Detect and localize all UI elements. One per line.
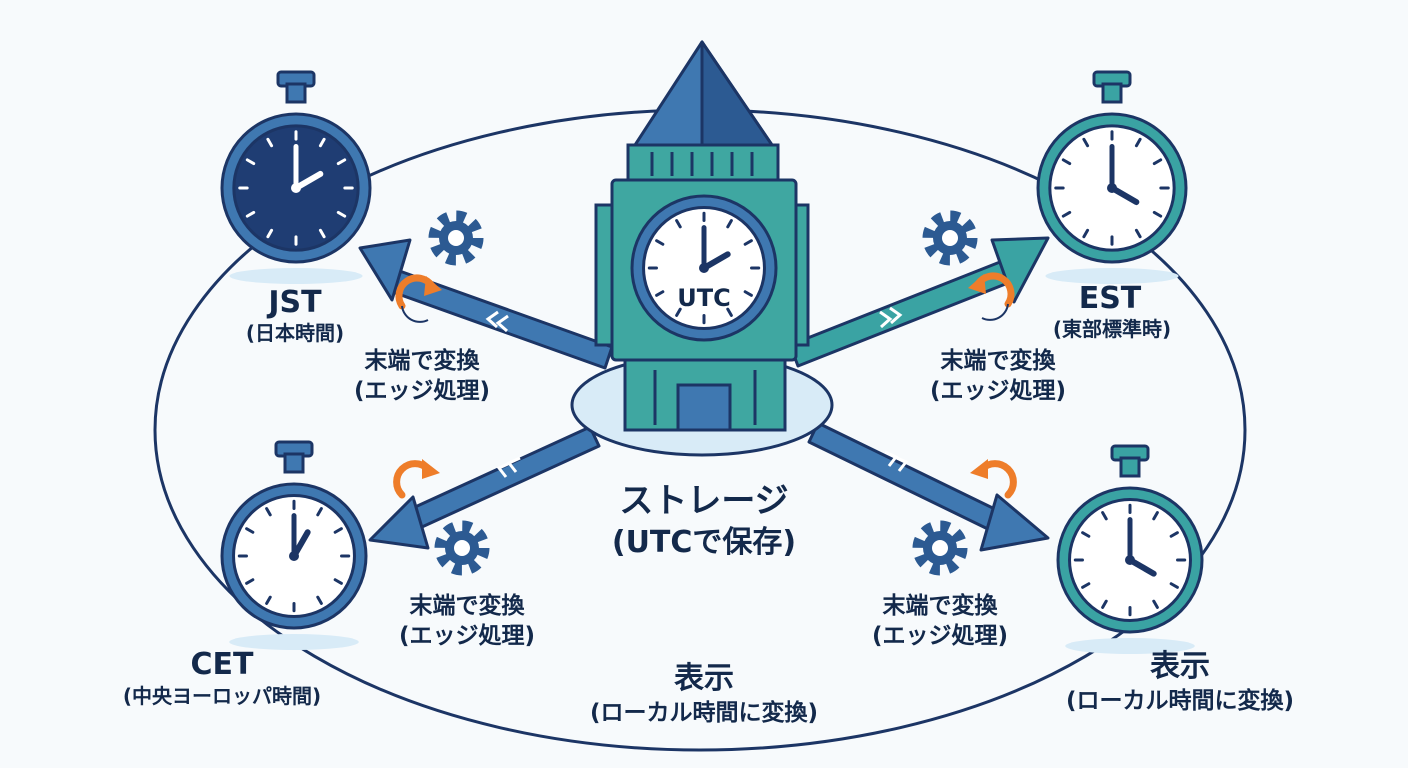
est-desc-label: (東部標準時) bbox=[1053, 317, 1171, 341]
edge-top-left-line1: 末端で変換 bbox=[365, 347, 481, 374]
refresh-arrow-icon bbox=[968, 272, 1015, 321]
refresh-arrow-icon bbox=[393, 459, 440, 499]
cet-stopwatch-icon bbox=[220, 440, 368, 650]
edge-top-right-line1: 末端で変換 bbox=[941, 347, 1057, 374]
refresh-arrow-icon bbox=[970, 459, 1017, 499]
edge-bottom-right-line1: 末端で変換 bbox=[883, 592, 999, 619]
double-chevron-icon bbox=[879, 306, 903, 329]
edge-bottom-left-line1: 末端で変換 bbox=[410, 592, 526, 619]
jst-name-label: JST bbox=[266, 285, 322, 320]
jst-desc-label: (日本時間) bbox=[246, 321, 344, 345]
arrow-top-left bbox=[358, 238, 614, 370]
edge-top-right-line2: (エッジ処理) bbox=[930, 377, 1066, 404]
edge-top-left-line2: (エッジ処理) bbox=[354, 377, 490, 404]
est-name-label: EST bbox=[1079, 281, 1142, 316]
storage-subtitle: (UTCで保存) bbox=[612, 525, 796, 560]
display-right-title: 表示 bbox=[1150, 649, 1210, 684]
est-stopwatch-icon bbox=[1036, 70, 1188, 284]
utc-clock-label: UTC bbox=[677, 284, 730, 312]
arrow-bottom-left bbox=[368, 425, 601, 550]
gear-icon bbox=[434, 520, 490, 576]
display-stopwatch-icon bbox=[1056, 444, 1204, 654]
display-center-subtitle: (ローカル時間に変換) bbox=[590, 699, 818, 726]
arrow-bottom-right bbox=[807, 421, 1050, 552]
jst-stopwatch-icon bbox=[220, 70, 372, 284]
cet-desc-label: (中央ヨーロッパ時間) bbox=[123, 684, 321, 708]
storage-title: ストレージ bbox=[619, 481, 788, 521]
edge-bottom-right-line2: (エッジ処理) bbox=[872, 622, 1008, 649]
cet-name-label: CET bbox=[191, 647, 255, 682]
gear-icon bbox=[428, 210, 484, 266]
display-center-title: 表示 bbox=[674, 661, 734, 696]
gear-icon bbox=[922, 210, 978, 266]
gear-icon bbox=[912, 520, 968, 576]
double-chevron-icon bbox=[485, 310, 509, 333]
utc-clock-face bbox=[630, 194, 778, 342]
edge-bottom-left-line2: (エッジ処理) bbox=[399, 622, 535, 649]
refresh-arrow-icon bbox=[395, 274, 442, 323]
display-right-subtitle: (ローカル時間に変換) bbox=[1066, 687, 1294, 714]
double-chevron-icon bbox=[496, 456, 521, 478]
double-chevron-icon bbox=[884, 450, 909, 472]
